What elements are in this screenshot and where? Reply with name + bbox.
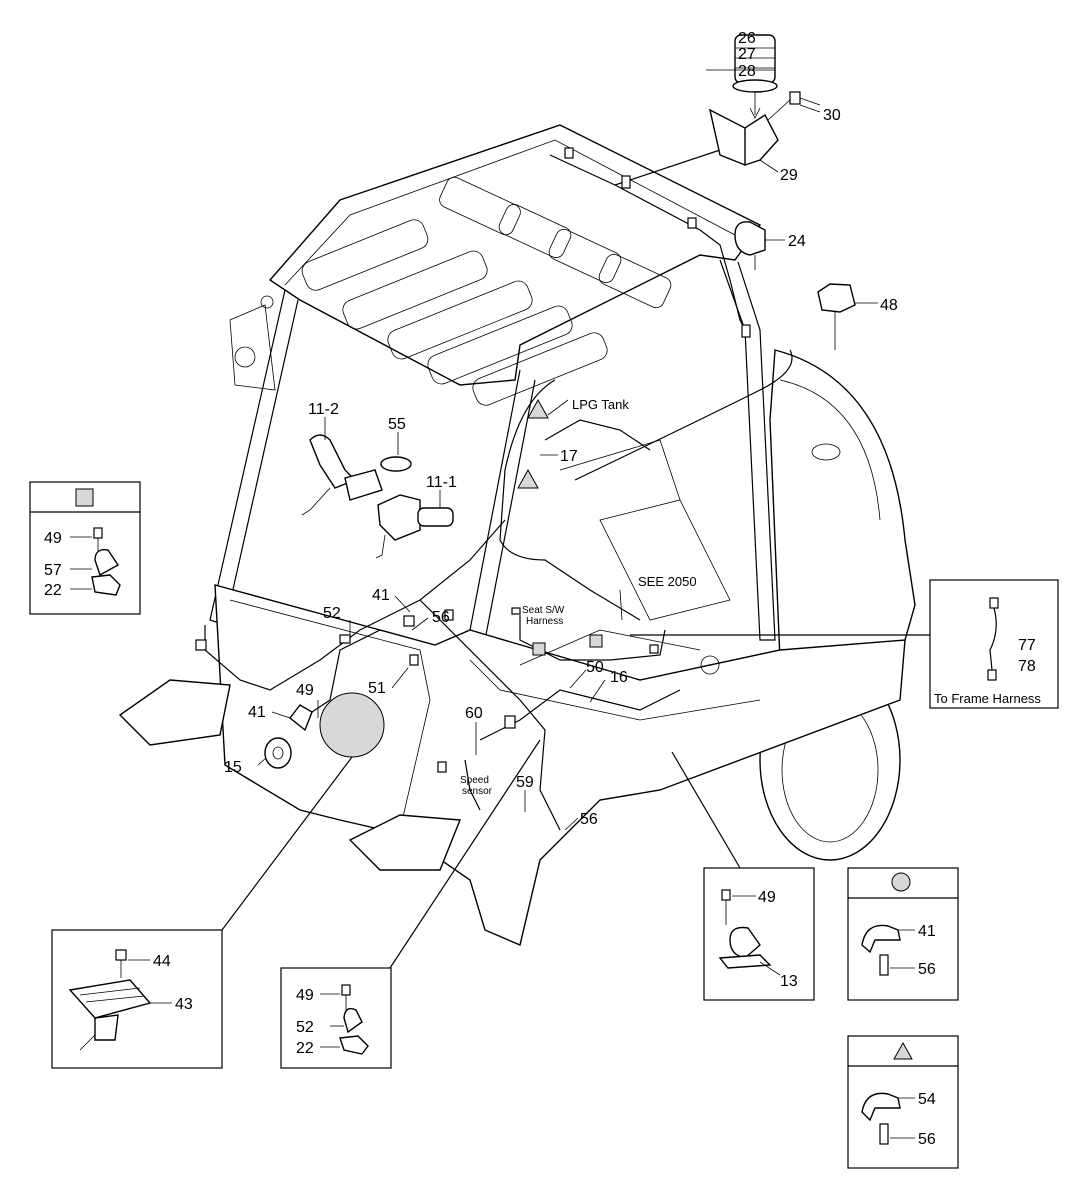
beacon-lamp (732, 34, 778, 119)
callout-26: 26 (738, 30, 756, 47)
truck-body (118, 124, 916, 946)
callout-49: 49 (296, 682, 314, 699)
bolt (767, 91, 821, 121)
detail-box-clamp: 49 52 22 (280, 967, 392, 1069)
clamp-41 (289, 704, 313, 732)
label-see-2050: SEE 2050 (638, 574, 697, 589)
callout-52: 52 (323, 605, 341, 622)
label-seat-sw-1: Seat S/W (522, 605, 565, 616)
buzzer-13: 13 (780, 973, 798, 990)
callout-51: 51 (368, 680, 386, 697)
detail-box-triangle: 54 56 (847, 1035, 959, 1169)
triangle-54: 54 (918, 1091, 936, 1108)
detail-box-square: 49 57 22 (29, 481, 141, 615)
triangle-56: 56 (918, 1131, 936, 1148)
harness-77: 77 (1018, 637, 1036, 654)
callout-59: 59 (516, 774, 534, 791)
callout-24: 24 (788, 233, 806, 250)
detail-box-circle: 41 56 (847, 867, 959, 1001)
buzzer-49: 49 (758, 889, 776, 906)
wiring-harness (195, 147, 930, 831)
callout-50: 50 (586, 659, 604, 676)
sq-57: 57 (44, 562, 62, 579)
callout-15: 15 (224, 759, 242, 776)
callout-41b: 41 (248, 704, 266, 721)
harness-78: 78 (1018, 658, 1036, 675)
sq-22: 22 (44, 582, 62, 599)
buzzer (734, 221, 766, 270)
clamp-49: 49 (296, 987, 314, 1004)
label-lpg-tank: LPG Tank (572, 397, 629, 412)
rear-lamp (817, 283, 856, 350)
roof-slats (301, 176, 672, 406)
callout-41: 41 (372, 587, 390, 604)
switch-11-1 (375, 494, 454, 559)
sq-49: 49 (44, 530, 62, 547)
text-labels: LPG Tank SEE 2050 Seat S/W Harness Speed… (460, 397, 697, 797)
pedal-43: 43 (175, 996, 193, 1013)
switch-11-2 (301, 434, 383, 516)
leader-lines (221, 69, 1015, 969)
callout-16: 16 (610, 669, 628, 686)
triangle-marker (893, 1041, 913, 1060)
callout-28: 28 (738, 63, 756, 80)
clamp-22: 22 (296, 1040, 314, 1057)
callout-56: 56 (432, 609, 450, 626)
clamp-52: 52 (296, 1019, 314, 1036)
circle-41: 41 (918, 923, 936, 940)
label-speed-2: sensor (462, 786, 493, 797)
callout-11-1: 11-1 (426, 474, 457, 491)
horn (264, 737, 292, 769)
bracket (708, 108, 779, 167)
circle-56: 56 (918, 961, 936, 978)
callout-numbers: 26 27 28 30 29 24 48 11-2 55 17 11-1 41 … (224, 30, 898, 828)
detail-box-frame-harness: 77 78 To Frame Harness (929, 579, 1059, 709)
detail-box-buzzer: 49 13 (703, 867, 815, 1001)
callout-55: 55 (388, 416, 406, 433)
callout-30: 30 (823, 107, 841, 124)
callout-11-2: 11-2 (308, 401, 339, 418)
circle-marker (891, 872, 911, 892)
callout-60: 60 (465, 705, 483, 722)
lens-cap (380, 456, 412, 472)
callout-29: 29 (780, 167, 798, 184)
square-marker (75, 488, 94, 507)
callout-56b: 56 (580, 811, 598, 828)
label-to-frame-harness: To Frame Harness (934, 691, 1041, 706)
label-speed-1: Speed (460, 775, 489, 786)
label-seat-sw-2: Harness (526, 616, 563, 627)
markers (319, 398, 603, 758)
callout-48: 48 (880, 297, 898, 314)
callout-17: 17 (560, 448, 578, 465)
callout-27: 27 (738, 46, 756, 63)
pedal-44: 44 (153, 953, 171, 970)
detail-box-pedal: 44 43 (51, 929, 223, 1069)
